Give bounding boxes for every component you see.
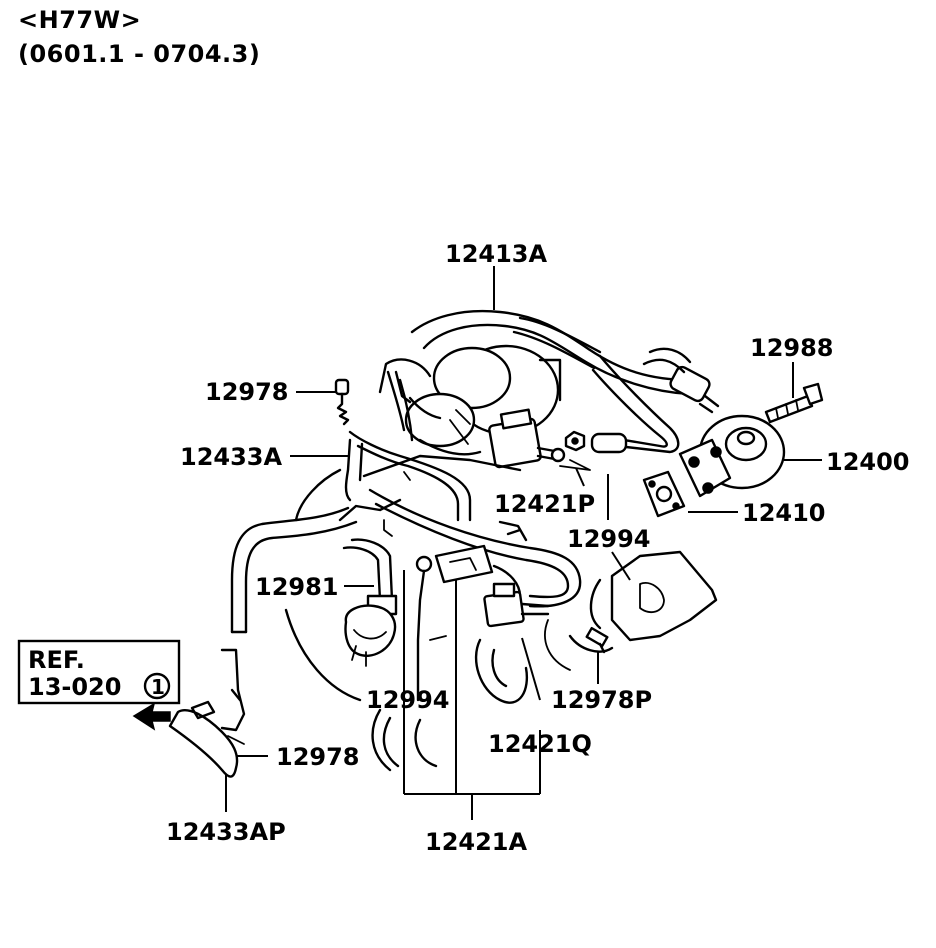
callout-12410[interactable]: 12410 <box>742 499 826 527</box>
solenoid-12981[interactable] <box>342 538 398 667</box>
model-code: <H77W> <box>18 6 142 34</box>
date-range: (0601.1 - 0704.3) <box>18 40 261 68</box>
hose-12433A[interactable] <box>230 468 358 634</box>
callout-12421Q[interactable]: 12421Q <box>488 730 592 758</box>
callout-12994-center[interactable]: 12994 <box>366 686 450 714</box>
hose-12433AP[interactable] <box>168 648 246 778</box>
reference-line-1: REF. <box>28 646 85 674</box>
callout-12421A[interactable]: 12421A <box>425 828 527 856</box>
callout-12433AP[interactable]: 12433AP <box>166 818 286 846</box>
solenoid-12421Q[interactable] <box>474 582 550 704</box>
clamp-12994-center[interactable] <box>415 555 433 702</box>
callout-12988[interactable]: 12988 <box>750 334 834 362</box>
wiring-lines <box>284 608 447 772</box>
screw-12978P[interactable] <box>585 626 609 654</box>
callout-12421P[interactable]: 12421P <box>494 490 595 518</box>
callout-12978P[interactable]: 12978P <box>551 686 652 714</box>
reference-line-2: 13-020 <box>28 673 121 701</box>
egr-solenoid-12421P[interactable] <box>488 408 591 471</box>
callout-12413A[interactable]: 12413A <box>445 240 547 268</box>
egr-valve-12400[interactable] <box>678 414 786 498</box>
vacuum-hose-12413A[interactable] <box>410 310 720 454</box>
screw-12978-top[interactable] <box>334 378 350 426</box>
hose-network <box>338 370 582 608</box>
nut-icon <box>564 430 586 452</box>
callout-12978-bottom[interactable]: 12978 <box>276 743 360 771</box>
callout-12978-top[interactable]: 12978 <box>205 378 289 406</box>
gasket-12410[interactable] <box>642 470 686 518</box>
reference-box[interactable]: REF. 13-020 1 <box>17 639 181 705</box>
callout-12994-right[interactable]: 12994 <box>567 525 651 553</box>
callout-12433A[interactable]: 12433A <box>180 443 282 471</box>
callout-12400[interactable]: 12400 <box>826 448 910 476</box>
reference-arrow-icon <box>132 702 171 731</box>
bracket-12994-right[interactable] <box>544 550 718 671</box>
bolt-12988[interactable] <box>764 382 824 424</box>
leader-lines <box>225 266 822 820</box>
callout-12981[interactable]: 12981 <box>255 573 339 601</box>
throttle-body <box>378 344 562 456</box>
reference-circle-number: 1 <box>151 675 165 699</box>
